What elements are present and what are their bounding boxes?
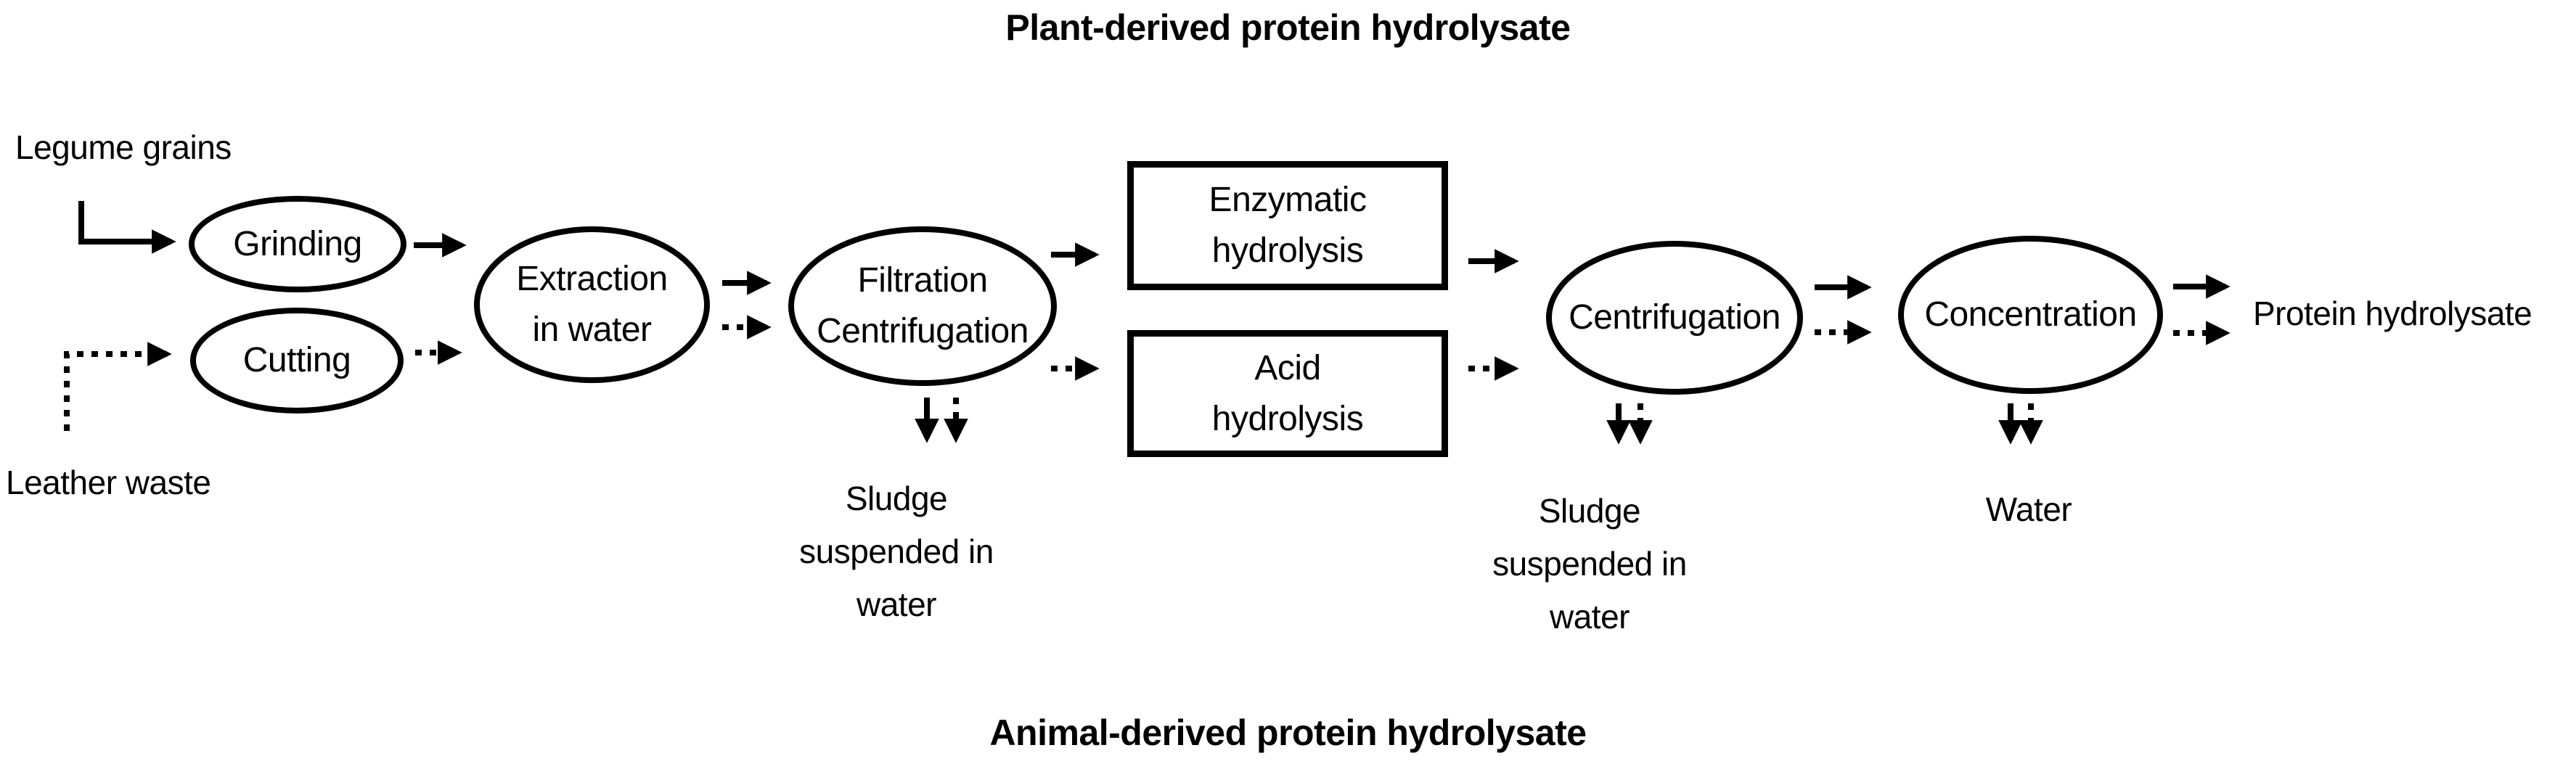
water-label-text: Water	[1985, 490, 2072, 528]
node-centrifugation: Centrifugation	[1546, 241, 1803, 395]
top-title: Plant-derived protein hydrolysate	[1005, 7, 1571, 48]
node-extraction-line1: Extraction	[516, 260, 668, 298]
node-acid-hydrolysis: Acid hydrolysis	[1127, 330, 1448, 457]
sludge-filtration-line2: suspended in	[799, 532, 994, 570]
node-enzymatic-line1: Enzymatic	[1209, 181, 1367, 219]
node-extraction-in-water: Extraction in water	[474, 226, 710, 383]
node-concentration-label: Concentration	[1924, 295, 2137, 334]
node-acid-line1: Acid	[1254, 348, 1321, 387]
node-concentration: Concentration	[1898, 236, 2163, 394]
bottom-title: Animal-derived protein hydrolysate	[989, 712, 1587, 753]
arrow-legume-to-grinding	[78, 201, 176, 254]
node-filtration-line2: Centrifugation	[817, 312, 1029, 350]
sludge-centrifugation-label: Sludge suspended in water	[1470, 485, 1709, 643]
node-centrifugation-label: Centrifugation	[1569, 298, 1780, 337]
leather-waste-label: Leather waste	[6, 464, 211, 501]
node-grinding-label: Grinding	[233, 224, 362, 263]
protein-hydrolysate-label: Protein hydrolysate	[2253, 295, 2532, 332]
water-label: Water	[1953, 483, 2105, 536]
node-grinding: Grinding	[189, 196, 406, 292]
node-filtration-line1: Filtration	[857, 261, 988, 300]
sludge-centrifugation-line2: suspended in	[1492, 545, 1687, 583]
sludge-centrifugation-line3: water	[1550, 598, 1630, 636]
node-acid-line2: hydrolysis	[1211, 399, 1364, 438]
node-enzymatic-line2: hydrolysis	[1211, 231, 1364, 270]
arrow-leather-to-cutting	[64, 342, 172, 431]
node-cutting-label: Cutting	[242, 341, 351, 379]
sludge-filtration-label: Sludge suspended in water	[777, 472, 1016, 631]
node-extraction-line2: in water	[532, 311, 652, 349]
sludge-filtration-line3: water	[856, 585, 936, 623]
node-cutting: Cutting	[190, 308, 404, 414]
legume-grains-label: Legume grains	[15, 128, 232, 166]
sludge-filtration-line1: Sludge	[845, 480, 948, 517]
node-filtration-centrifugation: Filtration Centrifugation	[788, 226, 1057, 386]
node-enzymatic-hydrolysis: Enzymatic hydrolysis	[1127, 161, 1448, 290]
sludge-centrifugation-line1: Sludge	[1538, 492, 1641, 530]
